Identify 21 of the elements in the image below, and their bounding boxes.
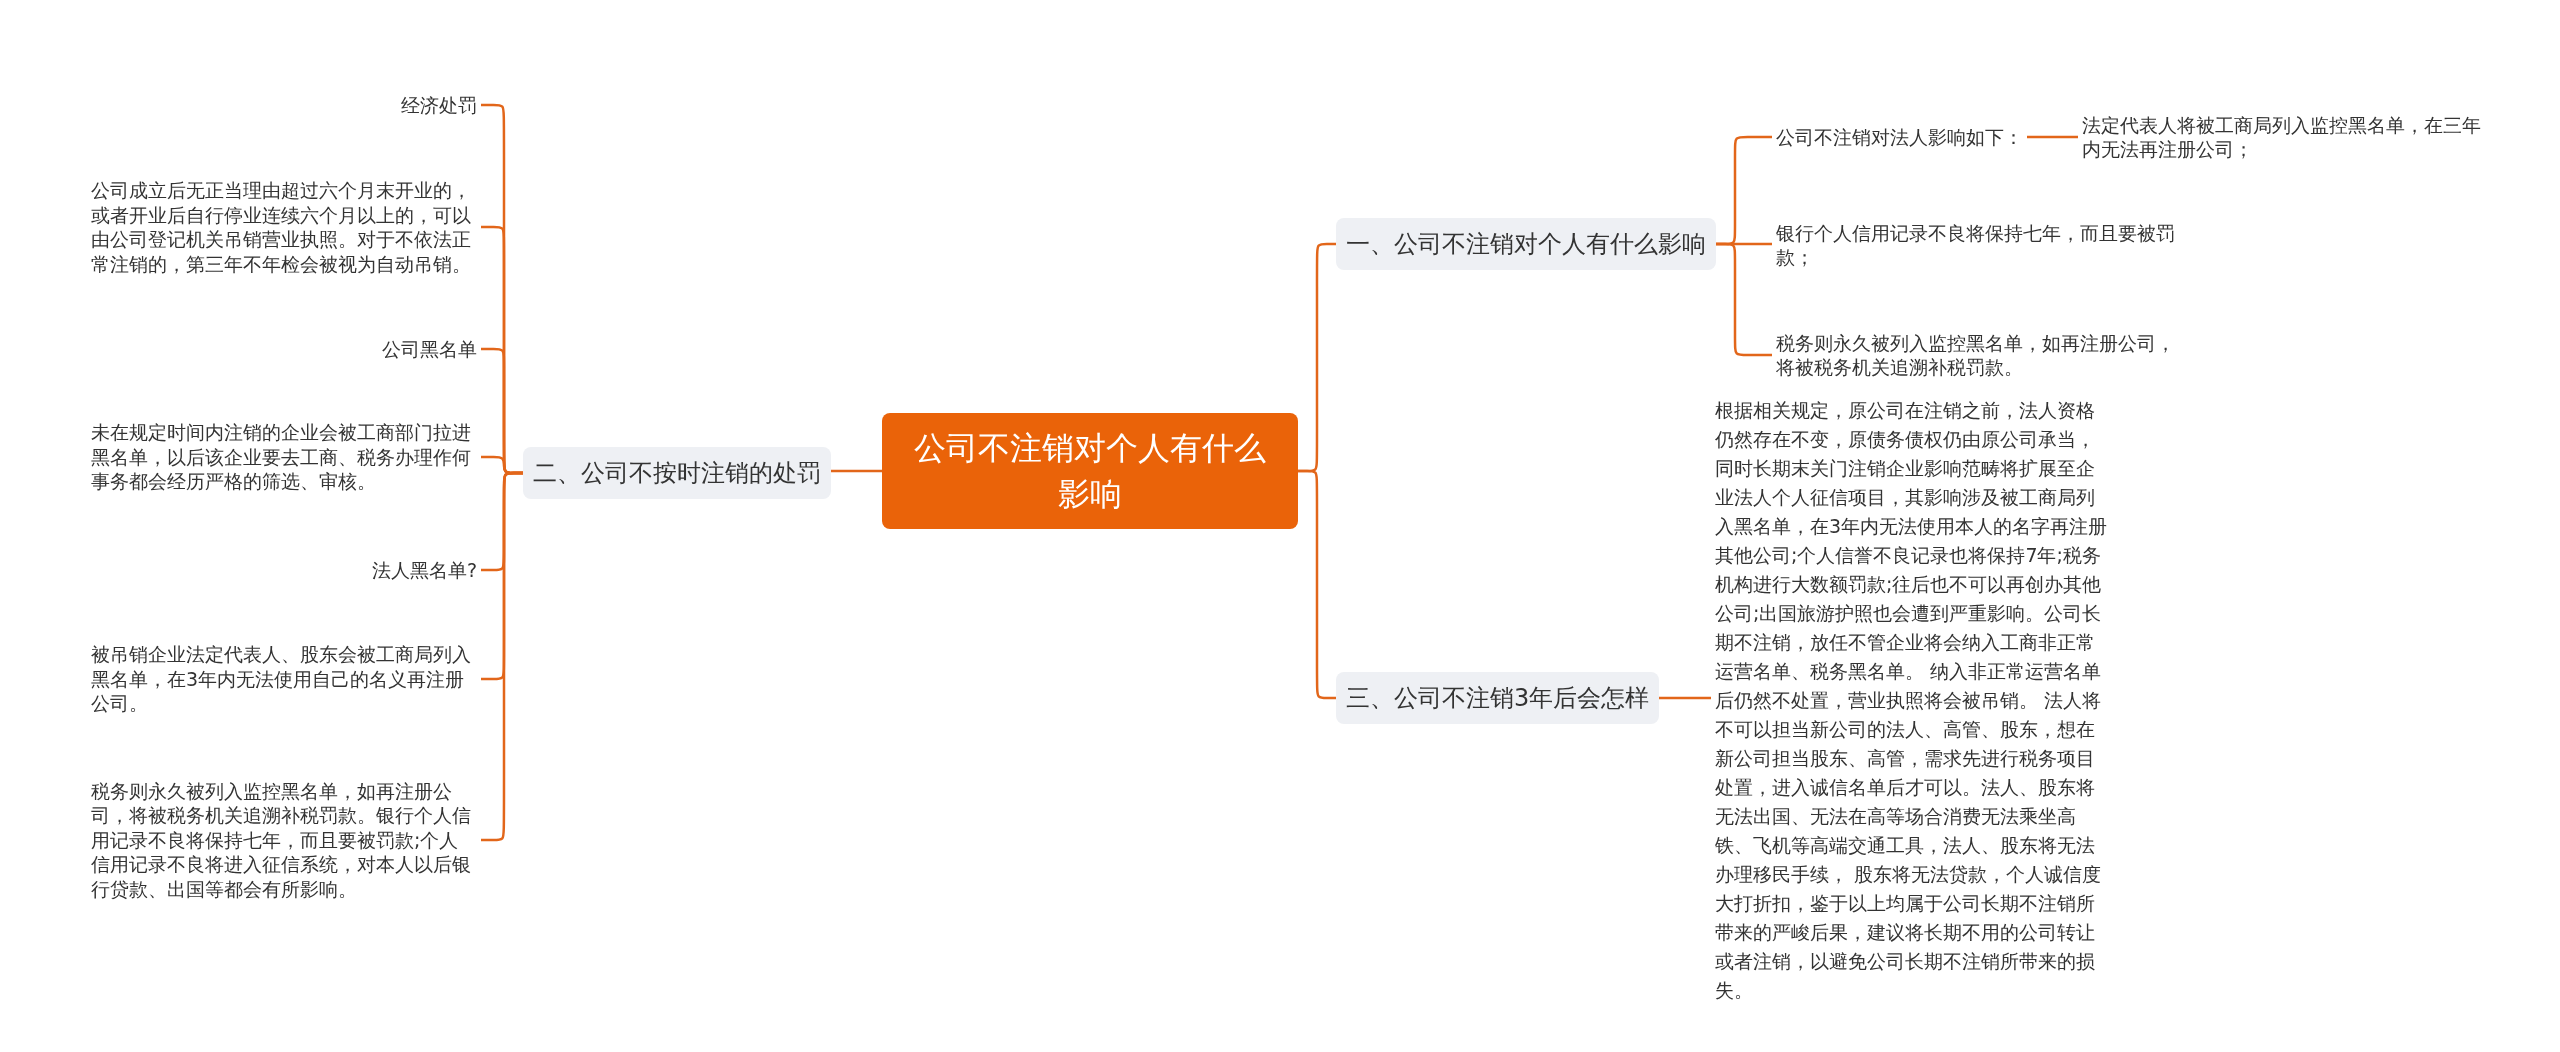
topic-box: 三、公司不注销3年后会怎样 bbox=[1336, 672, 1660, 724]
subtopic-text: 根据相关规定，原公司在注销之前，法人资格仍然存在不变，原债务债权仍由原公司承当，同时长期末关门注销企业影响范畴将扩展至企业法人个人征信项目，其影响涉及被工商局列入黑名单，在3年内无法使用本人的名字再注册其他公司;个人信誉不良记录也将保持7年;税务机构进行大数额罚款;往后也不可以再创办其他公司;出国旅游护照也会遭到严重影响。公司长期不注销，放任不管企业将会纳入工商非正常运营名单、税务黑名单。 纳入非正常运营名单后仍然不处置，营业执照将会被吊销。 法人将不可以担当新公司的法人、高管、股东，想在新公司担当股东、高管，需求先进行税务项目处置，进入诚信名单后才可以。法人、股东将无法出国、无法在高等场合消费无法乘坐高铁、飞机等高端交通工具，法人、股东将无法办理移民手续， 股东将无法贷款，个人诚信度大打折扣，鉴于以上均属于公司长期不注销所带来的严峻后果，建议将长期不用的公司转让或者注销，以避免公司长期不注销所带来的损失。 bbox=[1711, 393, 2114, 1007]
subtopic-text: 公司不注销对法人影响如下： bbox=[1772, 122, 2027, 151]
subtopic-text: 法定代表人将被工商局列入监控黑名单，在三年内无法再注册公司； bbox=[2078, 110, 2486, 164]
connector-line bbox=[1298, 469, 1336, 700]
connector-line bbox=[831, 469, 882, 473]
connector-line bbox=[2027, 135, 2078, 139]
subtopic-text: 税务则永久被列入监控黑名单，如再注册公司，将被税务机关追溯补税罚款。 bbox=[1772, 328, 2180, 382]
central-topic-box: 公司不注销对个人有什么影响 bbox=[882, 413, 1298, 529]
subtopic-text: 被吊销企业法定代表人、股东会被工商局列入黑名单，在3年内无法使用自己的名义再注册公司。 bbox=[87, 640, 481, 718]
topic-box: 一、公司不注销对个人有什么影响 bbox=[1336, 218, 1716, 270]
connector-line bbox=[1716, 242, 1772, 357]
topic-box: 二、公司不按时注销的处罚 bbox=[523, 447, 831, 499]
subtopic-text: 经济处罚 bbox=[397, 90, 481, 119]
subtopic-text: 法人黑名单? bbox=[367, 555, 481, 584]
subtopic-text: 未在规定时间内注销的企业会被工商部门拉进黑名单，以后该企业要去工商、税务办理作何事务都会经历严格的筛选、审核。 bbox=[87, 418, 481, 496]
subtopic-text: 公司成立后无正当理由超过六个月末开业的，或者开业后自行停业连续六个月以上的，可以由公司登记机关吊销营业执照。对于不依法正常注销的，第三年不年检会被视为自动吊销。 bbox=[87, 176, 481, 278]
connector-line bbox=[1659, 696, 1711, 700]
subtopic-text: 公司黑名单 bbox=[378, 334, 481, 363]
subtopic-text: 银行个人信用记录不良将保持七年，而且要被罚款； bbox=[1772, 218, 2180, 272]
subtopic-text: 税务则永久被列入监控黑名单，如再注册公司，将被税务机关追溯补税罚款。银行个人信用记录不良将保持七年，而且要被罚款;个人信用记录不良将进入征信系统，对本人以后银行贷款、出国等都会有所影响。 bbox=[87, 776, 481, 903]
